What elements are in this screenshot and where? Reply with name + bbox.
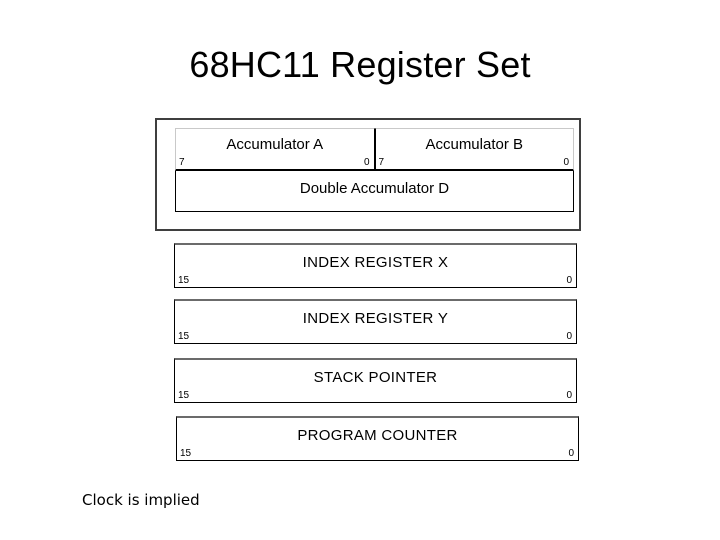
page-title: 68HC11 Register Set (189, 44, 531, 85)
register-double-accumulator-d: Double Accumulator D (175, 171, 574, 212)
register-row-stack-pointer: STACK POINTER 15 0 (155, 358, 581, 403)
bit-label-msb-accumulator-b: 7 (378, 157, 385, 168)
register-index-register-x: INDEX REGISTER X 15 0 (174, 243, 577, 288)
bit-label-lsb-accumulator-a: 0 (363, 157, 370, 168)
bit-label-lsb-stack-pointer: 0 (566, 390, 572, 401)
register-stack-pointer: STACK POINTER 15 0 (174, 358, 577, 403)
bit-label-msb-index-register-x: 15 (178, 275, 190, 286)
register-label-double-accumulator-d: Double Accumulator D (299, 180, 450, 197)
bit-label-msb-index-register-y: 15 (178, 331, 190, 342)
register-index-register-y: INDEX REGISTER Y 15 0 (174, 299, 577, 344)
accumulator-ab-row: Accumulator A 7 0 Accumulator B 7 0 (175, 128, 574, 171)
bit-label-lsb-index-register-y: 0 (566, 331, 572, 342)
register-row-index-x: INDEX REGISTER X 15 0 (155, 243, 581, 288)
register-label-accumulator-b: Accumulator B (425, 136, 524, 153)
register-label-index-register-x: INDEX REGISTER X (302, 254, 449, 271)
register-accumulator-b: Accumulator B 7 0 (374, 128, 574, 171)
bit-label-lsb-program-counter: 0 (568, 448, 574, 459)
register-set-diagram: Accumulator A 7 0 Accumulator B 7 0 Doub… (155, 118, 581, 461)
register-row-index-y: INDEX REGISTER Y 15 0 (155, 299, 581, 344)
register-row-program-counter: PROGRAM COUNTER 15 0 (155, 416, 581, 461)
bit-label-lsb-index-register-x: 0 (566, 275, 572, 286)
register-label-program-counter: PROGRAM COUNTER (297, 427, 458, 444)
footer-note: Clock is implied (82, 491, 200, 509)
bit-label-msb-accumulator-a: 7 (179, 157, 185, 168)
register-label-index-register-y: INDEX REGISTER Y (302, 310, 449, 327)
bit-label-msb-program-counter: 15 (180, 448, 192, 459)
bit-label-msb-stack-pointer: 15 (178, 390, 190, 401)
register-label-stack-pointer: STACK POINTER (313, 369, 438, 386)
register-label-accumulator-a: Accumulator A (226, 136, 324, 153)
bit-label-lsb-accumulator-b: 0 (563, 157, 569, 168)
accumulator-group: Accumulator A 7 0 Accumulator B 7 0 Doub… (155, 118, 581, 231)
register-accumulator-a: Accumulator A 7 0 (175, 128, 375, 171)
register-program-counter: PROGRAM COUNTER 15 0 (176, 416, 579, 461)
